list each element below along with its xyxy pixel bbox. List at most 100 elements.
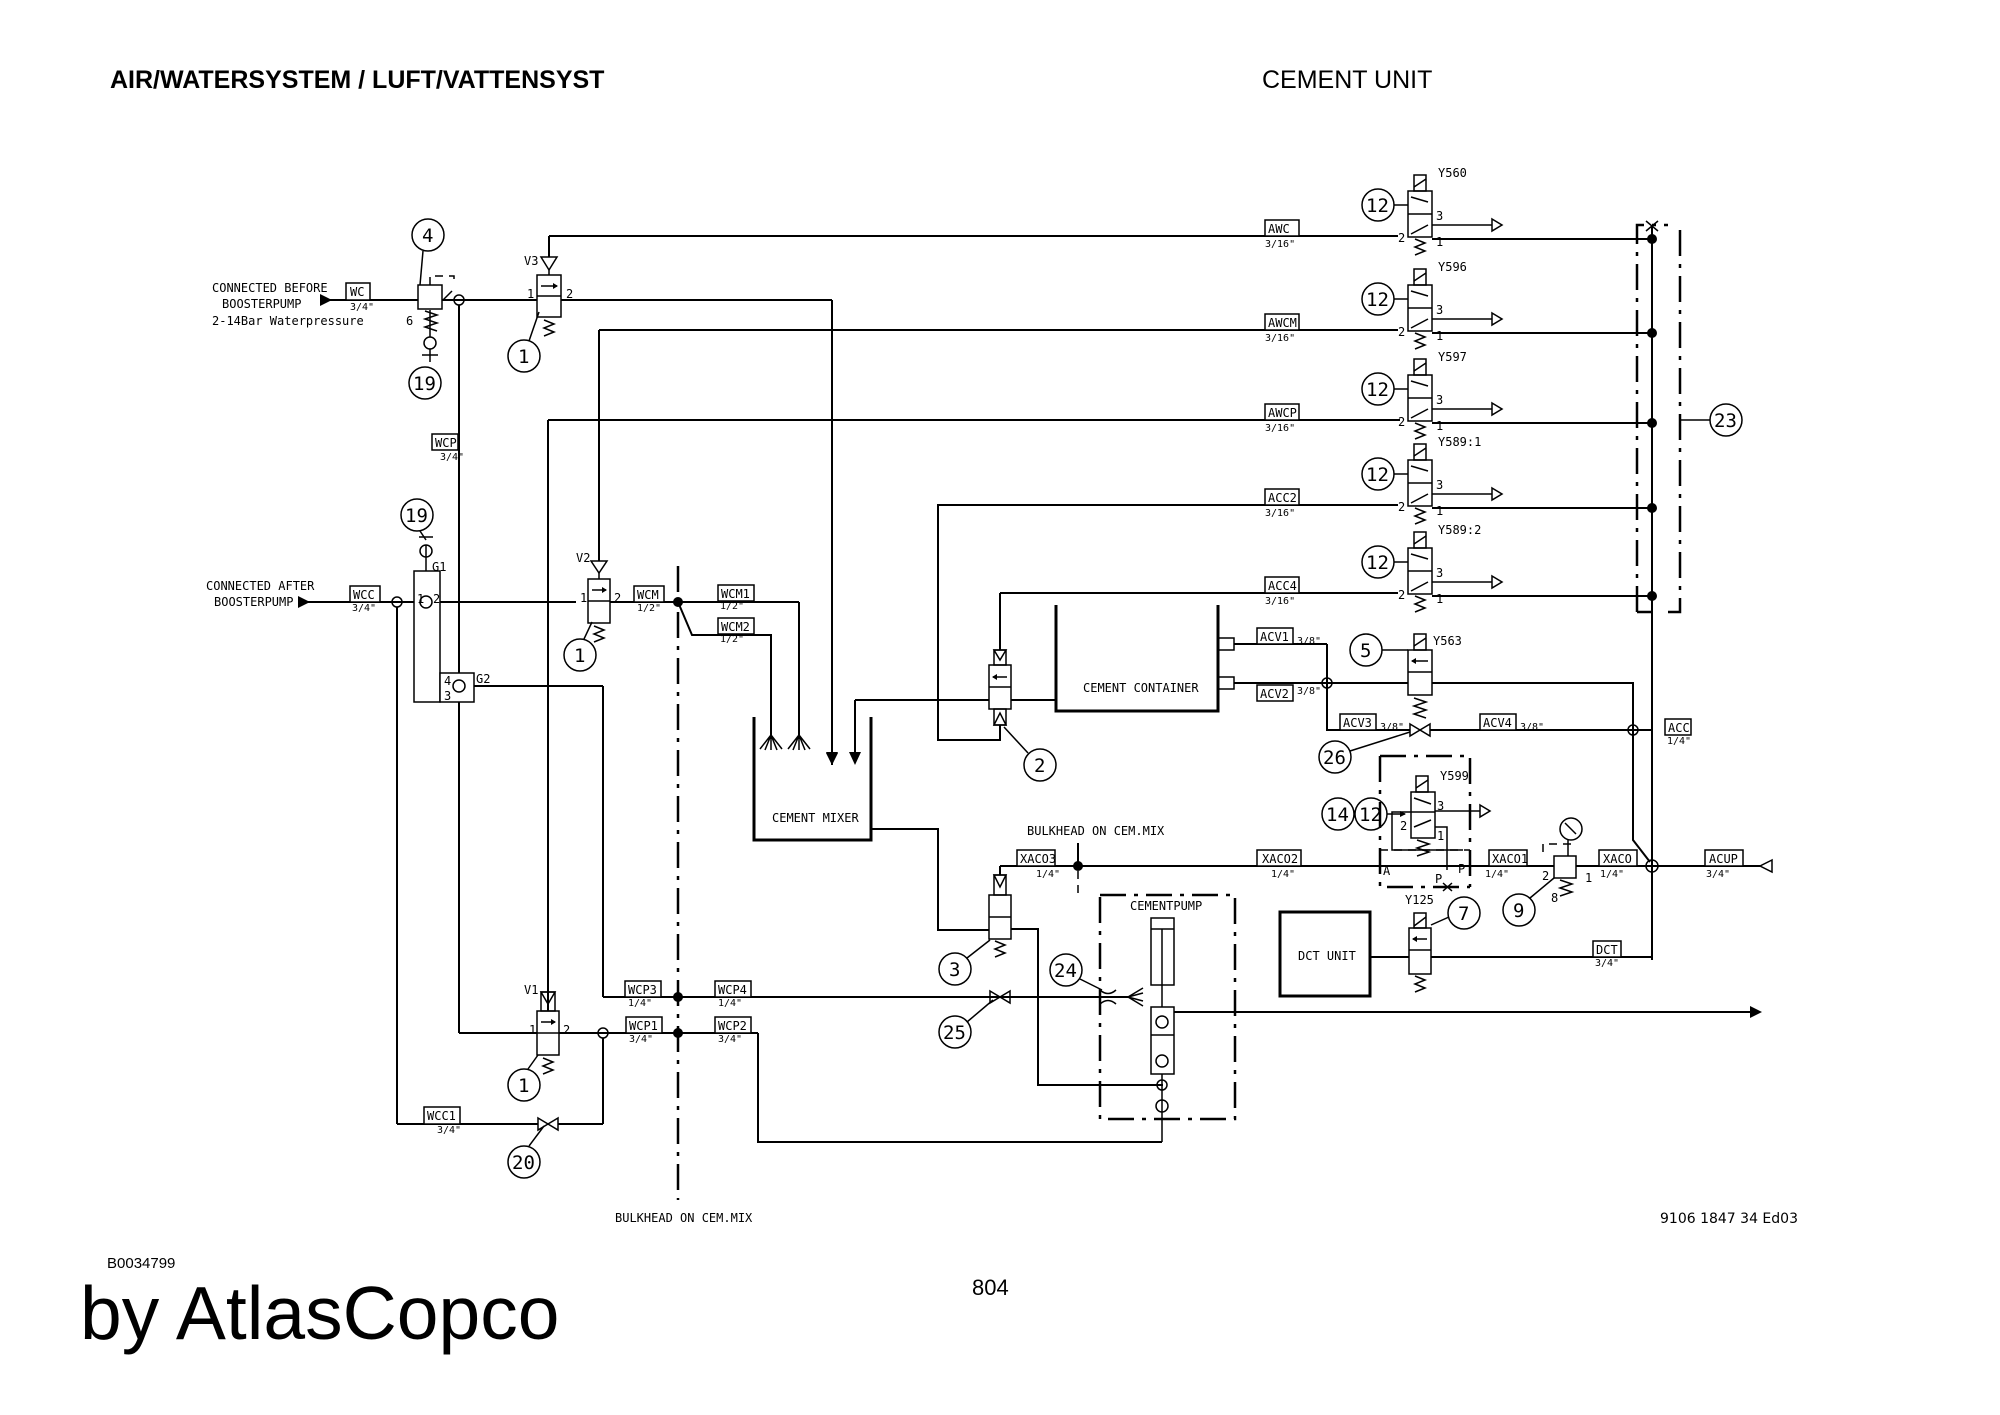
- ref-26: 26: [1323, 747, 1346, 769]
- tag-y597: AWCP: [1268, 406, 1297, 420]
- port-1: 1: [1436, 592, 1443, 606]
- valve-v3[interactable]: V3 1 2: [524, 254, 573, 337]
- port-1: 1: [1436, 329, 1443, 343]
- brand-logo-text: by AtlasCopco: [80, 1271, 560, 1355]
- ref-1: 1: [518, 346, 529, 368]
- ref-1: 1: [518, 1075, 529, 1097]
- port-3: 3: [1436, 566, 1443, 580]
- ball-valve-20[interactable]: [537, 1116, 559, 1132]
- ball-valve-25[interactable]: [989, 989, 1011, 1005]
- label-y597: Y597: [1438, 350, 1467, 364]
- ref-7: 7: [1458, 903, 1469, 925]
- size-wcp1: 3/4": [629, 1034, 653, 1045]
- filter-g1-g2[interactable]: G1 G2 1 2 4 3: [413, 536, 490, 703]
- input-label-line2: BOOSTERPUMP: [222, 297, 301, 311]
- tag-wcm: WCM: [637, 588, 659, 602]
- outlet-arrow-icon: [1750, 1006, 1762, 1018]
- port-p2: P: [1435, 872, 1442, 886]
- tag-wcp: WCP: [435, 436, 457, 450]
- bulkhead-label-bottom: BULKHEAD ON CEM.MIX: [615, 1211, 753, 1225]
- port-2: 2: [566, 287, 573, 301]
- port-1: 1: [527, 287, 534, 301]
- port-2: 2: [1398, 415, 1405, 429]
- port-1: 1: [1436, 419, 1443, 433]
- inlet-arrow-icon: [320, 294, 332, 306]
- size-wcm: 1/2": [637, 603, 661, 614]
- port-3: 3: [444, 689, 451, 703]
- page-title: AIR/WATERSYSTEM / LUFT/VATTENSYST: [110, 66, 605, 94]
- label-y560: Y560: [1438, 166, 1467, 180]
- size-acv4: 3/8": [1520, 722, 1544, 733]
- label-y125: Y125: [1405, 893, 1434, 907]
- ref-circle: [411, 218, 445, 252]
- ball-valve-26[interactable]: [1409, 722, 1431, 738]
- size-wcp4: 1/4": [718, 998, 742, 1009]
- size-xaco1: 1/4": [1485, 869, 1509, 880]
- ref-23: 23: [1714, 410, 1737, 432]
- exhaust-icon: [1491, 311, 1504, 327]
- port-2: 2: [1398, 325, 1405, 339]
- valve-y599[interactable]: Y599 3 2 1: [1400, 769, 1469, 857]
- ref-24: 24: [1054, 960, 1077, 982]
- valve-y125[interactable]: Y125: [1405, 893, 1434, 993]
- port-p: P: [1458, 862, 1465, 876]
- ref-19: 19: [413, 373, 436, 395]
- size-wcp2: 3/4": [718, 1034, 742, 1045]
- valve-v2[interactable]: V2 1 2: [576, 551, 621, 643]
- valve-3[interactable]: [988, 874, 1012, 958]
- label-v1: V1: [524, 983, 538, 997]
- tag-wcc: WCC: [353, 588, 375, 602]
- tag-wcp1: WCP1: [629, 1019, 658, 1033]
- page-number: 804: [972, 1275, 1009, 1300]
- size-xaco2: 1/4": [1271, 869, 1295, 880]
- valve-2[interactable]: [988, 649, 1012, 726]
- size-y560: 3/16": [1265, 239, 1295, 250]
- line-tag: [1264, 313, 1300, 331]
- ref-2: 2: [1034, 755, 1045, 777]
- exhaust-icon: [1491, 217, 1504, 233]
- label-y563: Y563: [1433, 634, 1462, 648]
- port-1: 1: [417, 592, 424, 606]
- input-before-booster: CONNECTED BEFORE BOOSTERPUMP 2-14Bar Wat…: [212, 281, 364, 328]
- manifold-boundary: [1635, 223, 1668, 612]
- port-3: 3: [1436, 393, 1443, 407]
- port-2: 2: [433, 592, 440, 606]
- tag-wcp2: WCP2: [718, 1019, 747, 1033]
- label-dct-unit: DCT UNIT: [1298, 949, 1356, 963]
- port-8: 8: [1551, 891, 1558, 905]
- label-v2: V2: [576, 551, 590, 565]
- pressure-reducer-valve[interactable]: 6: [406, 275, 455, 362]
- tag-acv3: ACV3: [1343, 716, 1372, 730]
- size-y589-2: 3/16": [1265, 596, 1295, 607]
- ref-25: 25: [943, 1022, 966, 1044]
- label-g2: G2: [476, 672, 490, 686]
- ref-12: 12: [1359, 804, 1382, 826]
- pressure-gauge-icon: [1559, 817, 1583, 841]
- port-a: A: [1383, 864, 1391, 878]
- label-cement-container: CEMENT CONTAINER: [1083, 681, 1199, 695]
- label-y589-2: Y589:2: [1438, 523, 1481, 537]
- size-acv2: 3/8": [1297, 686, 1321, 697]
- ref-12: 12: [1366, 379, 1389, 401]
- exhaust-icon: [1491, 574, 1504, 590]
- tag-y589-2: ACC4: [1268, 579, 1297, 593]
- ref-4: 4: [422, 225, 433, 247]
- ref-12: 12: [1366, 289, 1389, 311]
- tag-xaco1: XACO1: [1492, 852, 1528, 866]
- size-wcc: 3/4": [352, 603, 376, 614]
- pressure-regulator-9[interactable]: 2 1 8: [1542, 817, 1592, 905]
- document-id: B0034799: [107, 1255, 176, 1272]
- tag-xaco: XACO: [1603, 852, 1632, 866]
- cement-mixer: CEMENT MIXER: [752, 717, 873, 842]
- port-3: 3: [1436, 478, 1443, 492]
- port-2: 2: [1398, 588, 1405, 602]
- size-dct: 3/4": [1595, 958, 1619, 969]
- inlet-arrow-icon: [1758, 858, 1773, 874]
- valve-y563[interactable]: Y563: [1407, 633, 1462, 719]
